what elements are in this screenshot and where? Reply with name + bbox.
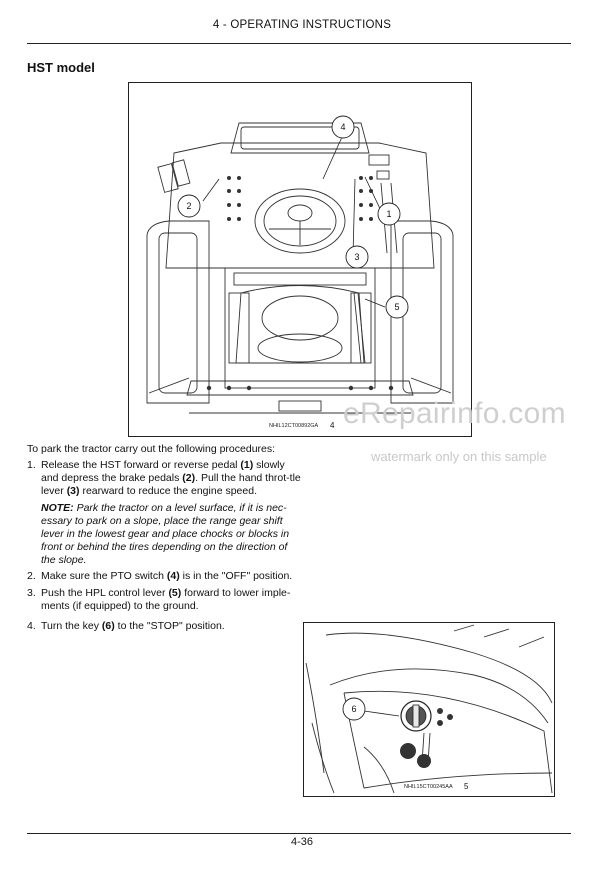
figure-hst-controls: 1 2 3 4 5 NHIL12CT00892GA 4 xyxy=(128,82,472,437)
watermark-notice: watermark only on this sample xyxy=(371,449,547,464)
step-body: Release the HST forward or reverse pedal… xyxy=(41,459,301,497)
step-number: 1. xyxy=(27,459,36,471)
figure-ignition-key: 6 NHIL15CT00245AA 5 xyxy=(303,622,555,797)
watermark-site: eRepairinfo.com xyxy=(343,397,566,430)
parking-note: NOTE: Park the tractor on a level surfac… xyxy=(41,502,290,566)
figure-code: NHIL15CT00245AA xyxy=(404,784,453,790)
step-number: 4. xyxy=(27,620,36,632)
callout-6-label: 6 xyxy=(351,704,356,714)
header-rule xyxy=(27,43,571,44)
page-number: 4-36 xyxy=(290,836,314,848)
callout-4 xyxy=(331,115,355,139)
callout-3-label: 3 xyxy=(354,252,359,262)
figure-code: NHIL12CT00892GA xyxy=(269,423,319,429)
callout-2-label: 2 xyxy=(186,201,191,211)
callout-5 xyxy=(385,295,409,319)
step-body: Turn the key (6) to the "STOP" position. xyxy=(41,620,225,632)
step-number: 2. xyxy=(27,570,36,582)
ignition-switch-illustration: 6 xyxy=(305,624,553,794)
figure-number: 4 xyxy=(330,421,335,430)
callout-2 xyxy=(177,194,201,218)
step-body: Make sure the PTO switch (4) is in the "… xyxy=(41,570,293,582)
step-body: Push the HPL control lever (5) forward t… xyxy=(41,587,291,612)
callout-6 xyxy=(342,697,366,721)
callout-3 xyxy=(345,245,369,269)
callout-5-label: 5 xyxy=(394,302,399,312)
tractor-operator-station-illustration: 1 2 3 4 5 xyxy=(146,115,454,414)
callout-1 xyxy=(377,202,401,226)
section-header: 4 - OPERATING INSTRUCTIONS xyxy=(212,19,392,31)
callout-4-label: 4 xyxy=(340,122,345,132)
callout-1-label: 1 xyxy=(386,209,391,219)
footer-rule xyxy=(27,833,571,834)
intro-text: To park the tractor carry out the follow… xyxy=(27,443,276,455)
section-title: HST model xyxy=(27,60,95,75)
figure-number: 5 xyxy=(464,782,469,791)
note-label: NOTE: xyxy=(41,502,74,514)
step-number: 3. xyxy=(27,587,36,599)
